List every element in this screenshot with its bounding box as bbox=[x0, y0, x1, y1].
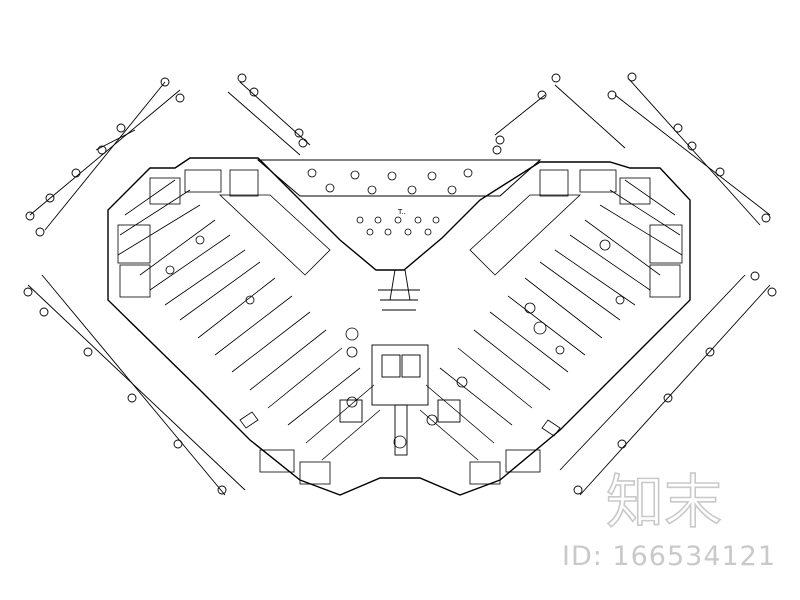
grid-bubbles-left bbox=[23, 73, 308, 495]
watermark-logo: 知末 bbox=[605, 467, 723, 536]
grid-lines-left bbox=[27, 81, 311, 496]
grid-lines-right bbox=[494, 77, 771, 496]
grid-bubbles-right bbox=[492, 72, 777, 495]
fixtures bbox=[165, 235, 625, 449]
watermark-logo-text: 知末 bbox=[606, 468, 722, 536]
central-core bbox=[339, 269, 461, 456]
building-outline bbox=[107, 157, 691, 496]
rooms-left-wing bbox=[117, 169, 381, 485]
lounge-furniture bbox=[307, 168, 473, 236]
watermark-id: ID: 166534121 bbox=[562, 541, 777, 572]
center-label: T.. bbox=[397, 208, 406, 216]
